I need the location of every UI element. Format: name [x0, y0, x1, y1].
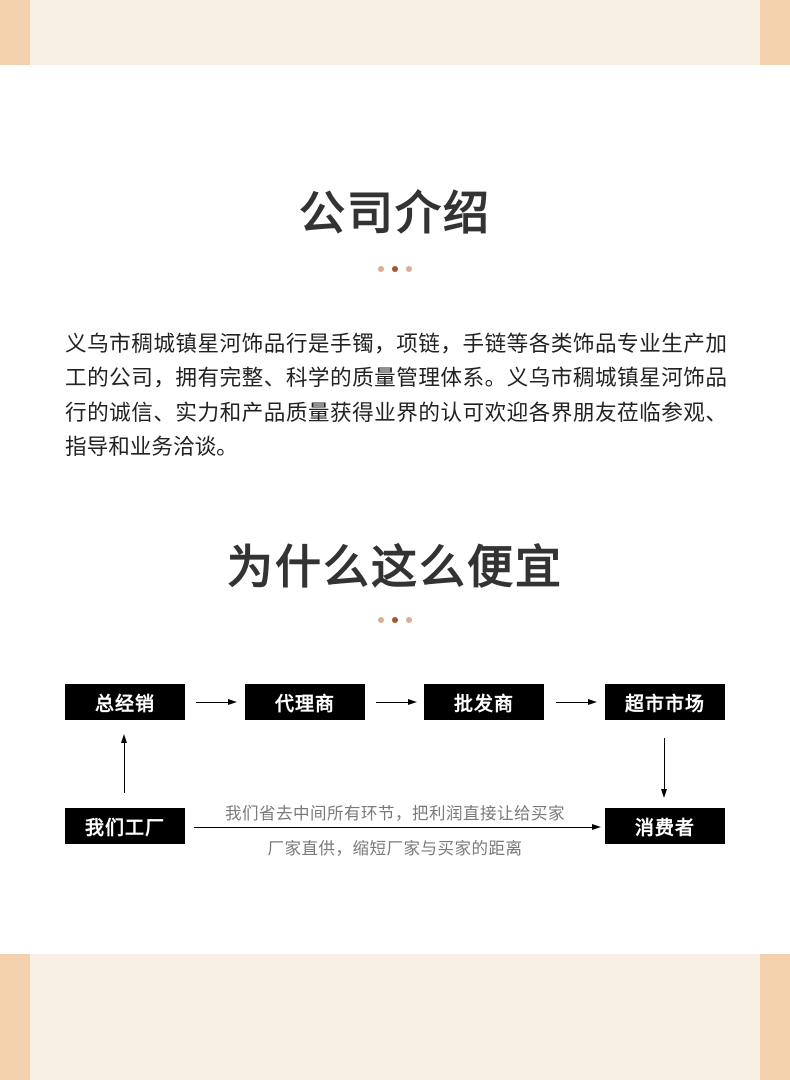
arrow-line: [196, 702, 228, 703]
dot-icon: [378, 266, 384, 272]
title-divider-dots: [0, 266, 790, 272]
arrow-line: [194, 827, 594, 828]
arrow-line: [556, 702, 588, 703]
dot-icon: [392, 617, 398, 623]
arrow-right-icon: [408, 699, 417, 705]
top-banner: [0, 0, 790, 65]
box-general-distributor: 总经销: [65, 684, 185, 720]
arrow-right-icon: [228, 699, 237, 705]
arrow-line: [124, 743, 125, 793]
bottom-banner: [0, 954, 790, 1080]
arrow-right-icon: [588, 699, 597, 705]
dot-icon: [406, 617, 412, 623]
dot-icon: [406, 266, 412, 272]
box-factory: 我们工厂: [65, 808, 185, 844]
box-consumer: 消费者: [605, 808, 725, 844]
arrow-right-icon: [592, 824, 601, 830]
box-supermarket: 超市市场: [605, 684, 725, 720]
company-intro-title: 公司介绍: [299, 186, 491, 240]
why-cheap-title: 为什么这么便宜: [227, 540, 563, 594]
box-agent: 代理商: [245, 684, 365, 720]
arrow-line: [664, 738, 665, 789]
arrow-line: [376, 702, 408, 703]
direct-caption-bottom: 厂家直供，缩短厂家与买家的距离: [267, 839, 523, 858]
direct-caption-top: 我们省去中间所有环节，把利润直接让给买家: [225, 804, 565, 823]
dot-icon: [378, 617, 384, 623]
dot-icon: [392, 266, 398, 272]
top-banner-left-accent: [0, 0, 30, 65]
company-intro-paragraph: 义乌市稠城镇星河饰品行是手镯，项链，手链等各类饰品专业生产加工的公司，拥有完整、…: [65, 332, 727, 460]
arrow-up-icon: [121, 734, 127, 743]
title-divider-dots: [0, 617, 790, 623]
top-banner-right-accent: [760, 0, 790, 65]
bottom-banner-right-accent: [760, 954, 790, 1080]
arrow-down-icon: [661, 789, 667, 798]
bottom-banner-left-accent: [0, 954, 30, 1080]
box-wholesaler: 批发商: [424, 684, 544, 720]
